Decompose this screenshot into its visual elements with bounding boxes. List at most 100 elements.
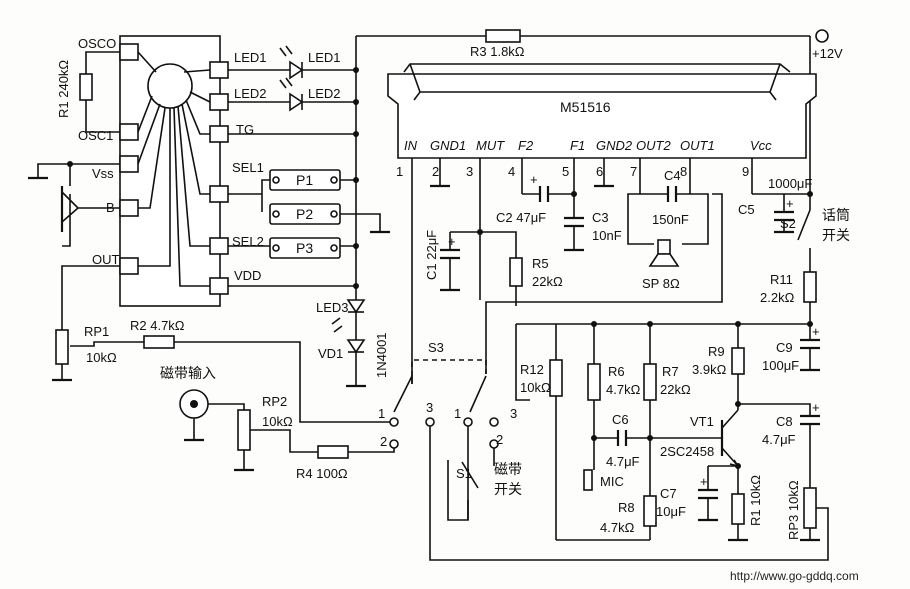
svg-text:F1: F1 (570, 138, 585, 153)
resistor-r6 (587, 363, 601, 401)
svg-text:VT1: VT1 (690, 414, 714, 429)
svg-text:2: 2 (496, 432, 503, 447)
svg-text:VD1: VD1 (318, 346, 343, 361)
potentiometer-rp3 (803, 487, 817, 529)
speaker-icon (657, 239, 671, 255)
svg-text:R11: R11 (770, 272, 793, 287)
tape-input-jack: 磁带输入 (160, 366, 245, 442)
svg-text:IN: IN (404, 138, 418, 153)
svg-text:RP2: RP2 (262, 394, 287, 409)
amp-ic-body (387, 73, 817, 159)
svg-text:10μF: 10μF (656, 504, 686, 519)
switch-s3: 1 2 3 S3 1 3 2 (378, 340, 800, 561)
switch-s1: S1 磁带 开关 (456, 461, 522, 520)
svg-text:R1 10kΩ: R1 10kΩ (748, 475, 763, 526)
pin-led2-label: LED2 (234, 86, 267, 101)
resistor-r1b (731, 493, 745, 525)
svg-text:LED2: LED2 (308, 86, 341, 101)
svg-text:S2: S2 (780, 216, 796, 231)
svg-text:1000μF: 1000μF (768, 176, 812, 191)
resistor-r3 (485, 29, 521, 43)
mic-switch-label-1: 话筒 (822, 207, 850, 224)
svg-text:5: 5 (562, 164, 569, 179)
svg-text:SP 8Ω: SP 8Ω (642, 276, 680, 291)
potentiometer-rp2: RP2 10kΩ (234, 394, 318, 472)
resistor-r2: R2 4.7kΩ (130, 318, 394, 423)
svg-text:LED3: LED3 (316, 300, 349, 315)
vcc-section: 1000μF C5 + S2 话筒 开关 R11 2.2kΩ (738, 150, 850, 327)
svg-text:C1 22μF: C1 22μF (424, 230, 439, 280)
svg-text:R1 240kΩ: R1 240kΩ (56, 60, 71, 118)
svg-text:OUT2: OUT2 (636, 138, 671, 153)
svg-text:10nF: 10nF (592, 228, 622, 243)
pin-osco-label: OSCO (78, 36, 116, 51)
svg-text:150nF: 150nF (652, 212, 689, 227)
svg-text:C3: C3 (592, 210, 609, 225)
svg-text:R3 1.8kΩ: R3 1.8kΩ (470, 44, 525, 59)
svg-text:P1: P1 (296, 172, 313, 188)
svg-text:6: 6 (596, 164, 603, 179)
svg-text:R12: R12 (520, 362, 544, 377)
svg-text:S3: S3 (428, 340, 444, 355)
supply-terminal (815, 29, 829, 43)
capacitor-c4-speaker: C4 150nF SP 8Ω (627, 168, 709, 291)
svg-text:4.7μF: 4.7μF (606, 454, 640, 469)
svg-text:1: 1 (396, 164, 403, 179)
svg-text:8: 8 (680, 164, 687, 179)
amp-ic-name: M51516 (560, 99, 611, 115)
svg-text:R6: R6 (608, 364, 625, 379)
output-section: + C9 100μF + C8 4.7μF RP3 10kΩ (762, 324, 829, 561)
svg-text:MUT: MUT (476, 138, 505, 153)
svg-text:C6: C6 (612, 412, 629, 427)
svg-text:1: 1 (378, 406, 385, 421)
svg-text:10kΩ: 10kΩ (520, 380, 551, 395)
mic-switch-label-2: 开关 (822, 228, 850, 244)
resistor-r12 (549, 359, 563, 397)
resistor-r9 (731, 347, 745, 375)
svg-text:4: 4 (508, 164, 515, 179)
resistor-r1-osc: R1 240kΩ (56, 51, 120, 133)
svg-text:RP1: RP1 (84, 324, 109, 339)
svg-text:+: + (530, 172, 538, 187)
svg-text:C9: C9 (776, 340, 793, 355)
svg-text:LED1: LED1 (308, 50, 341, 65)
svg-text:+: + (448, 234, 456, 249)
svg-text:P3: P3 (296, 240, 313, 256)
svg-text:+: + (812, 400, 820, 415)
svg-text:R4 100Ω: R4 100Ω (296, 466, 348, 481)
control-bus: LED1 LED2 (228, 36, 359, 386)
svg-text:GND1: GND1 (430, 138, 466, 153)
svg-text:10kΩ: 10kΩ (86, 350, 117, 365)
pin-led1-label: LED1 (234, 50, 267, 65)
resistor-r7 (643, 363, 657, 401)
svg-text:4.7kΩ: 4.7kΩ (600, 520, 635, 535)
pin-out-label: OUT (92, 252, 120, 267)
svg-text:C7: C7 (660, 486, 677, 501)
svg-text:C8: C8 (776, 414, 793, 429)
svg-text:MIC: MIC (600, 474, 624, 489)
svg-text:7: 7 (630, 164, 637, 179)
svg-text:Vcc: Vcc (750, 138, 772, 153)
svg-text:+: + (700, 474, 708, 489)
supply-label: +12V (812, 46, 843, 61)
amp-ic: M51516 IN GND1 MUT F2 F1 GND2 OUT2 OUT1 … (387, 63, 817, 232)
svg-text:22kΩ: 22kΩ (660, 382, 691, 397)
svg-text:F2: F2 (518, 138, 534, 153)
pin-osc1-label: OSC1 (78, 128, 113, 143)
svg-text:+: + (786, 196, 794, 211)
svg-text:C2 47μF: C2 47μF (496, 210, 546, 225)
svg-text:2SC2458: 2SC2458 (660, 444, 714, 459)
svg-text:C5: C5 (738, 202, 755, 217)
tape-switch-label-1: 磁带 (494, 462, 522, 478)
tape-switch-label-2: 开关 (494, 482, 522, 498)
pin-sel1-label: SEL1 (232, 160, 264, 175)
svg-text:1: 1 (454, 406, 461, 421)
source-url[interactable]: http://www.go-gddq.com (730, 569, 859, 583)
svg-text:2: 2 (380, 434, 387, 449)
svg-text:3: 3 (510, 406, 517, 421)
resistor-r11 (803, 271, 817, 303)
svg-text:GND2: GND2 (596, 138, 633, 153)
svg-text:2: 2 (432, 164, 439, 179)
